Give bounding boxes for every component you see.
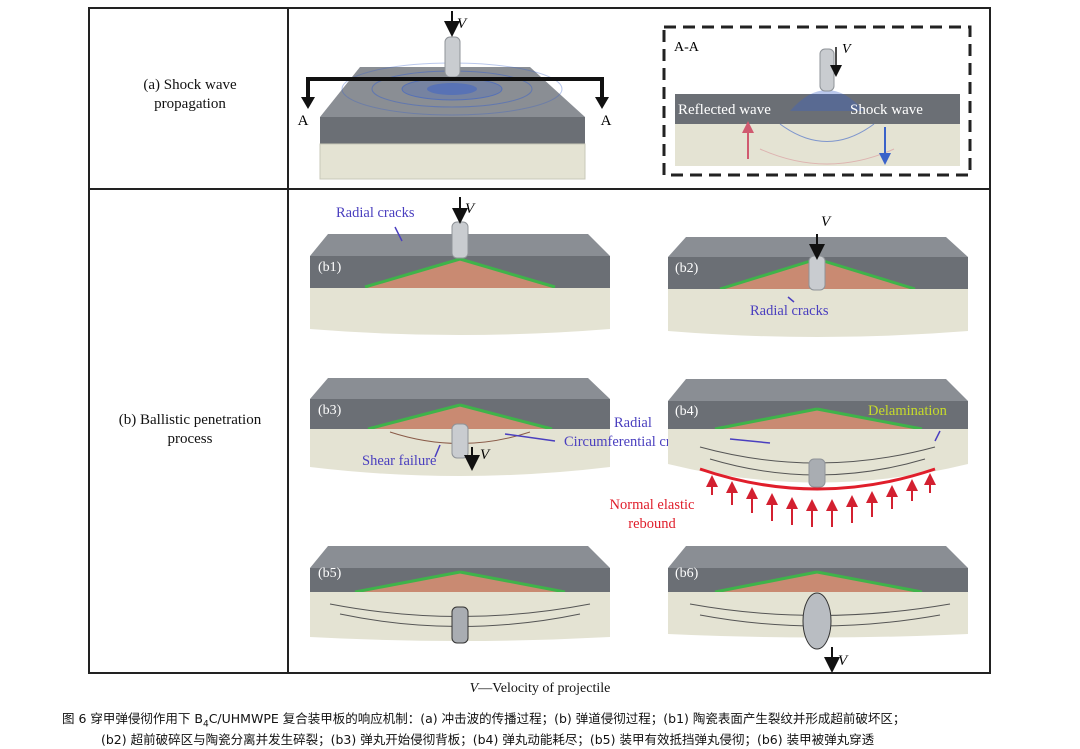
figure-caption-line1: 图 6 穿甲弹侵彻作用下 B4C/UHMWPE 复合装甲板的响应机制：(a) 冲…	[62, 708, 905, 730]
velocity-label-a: V	[457, 16, 468, 32]
panel-b3-diagram	[310, 378, 610, 476]
panel-b1-label: (b1)	[318, 260, 342, 275]
column-divider	[287, 9, 289, 672]
delamination-label: Delamination	[868, 403, 948, 419]
normal-elastic-label-2: rebound	[628, 516, 676, 532]
caption-line1-prefix: 图 6 穿甲弹侵彻作用下 B	[62, 711, 203, 726]
shear-failure-label: Shear failure	[362, 453, 436, 469]
panel-b1-diagram	[310, 197, 610, 335]
row-a-label-line2: propagation	[154, 96, 226, 112]
velocity-label-b2: V	[821, 214, 832, 230]
row-a-label-line1: (a) Shock wave	[143, 77, 237, 93]
rebound-arrows	[706, 473, 936, 527]
caption-subscript: 4	[202, 719, 209, 730]
diagram-canvas: V A A A-A V Reflected wave Shock wave	[298, 11, 972, 672]
panel-b2-label: (b2)	[675, 261, 699, 276]
panel-b2-diagram	[668, 234, 968, 337]
circumferential-cracks-label: Circumferential cracks	[564, 434, 697, 450]
caption-line1-rest: C/UHMWPE 复合装甲板的响应机制：(a) 冲击波的传播过程；(b) 弹道侵…	[208, 711, 906, 726]
row-b-label-line2: process	[167, 431, 213, 447]
shock-wave-label: Shock wave	[850, 102, 923, 118]
panel-b6-diagram	[668, 546, 968, 672]
panel-b5-diagram	[310, 546, 610, 644]
row-a-label: (a) Shock wave propagation	[90, 76, 290, 114]
reflected-wave-label: Reflected wave	[678, 102, 771, 118]
radial-cracks-label-b2: Radial cracks	[750, 303, 829, 319]
normal-elastic-label-1: Normal elastic	[610, 497, 695, 513]
panel-b4-diagram	[668, 379, 968, 491]
figure-caption-line2: (b2) 超前破碎区与陶瓷分离并发生碎裂；(b3) 弹丸开始侵彻背板；(b4) …	[101, 732, 875, 747]
row-b-label: (b) Ballistic penetration process	[90, 411, 290, 449]
velocity-label-b6: V	[838, 653, 849, 669]
section-aa-view	[662, 25, 972, 177]
section-mark-right: A	[601, 113, 612, 129]
velocity-symbol-caption: V	[469, 681, 479, 696]
velocity-label-aa: V	[842, 42, 852, 57]
velocity-caption-text: —Velocity of projectile	[478, 681, 611, 696]
radial-cracks-label-b1: Radial cracks	[336, 205, 415, 221]
section-title: A-A	[674, 40, 700, 55]
velocity-label-b1: V	[465, 201, 476, 217]
figure-frame: (a) Shock wave propagation (b) Ballistic…	[88, 7, 991, 674]
velocity-caption: V—Velocity of projectile	[0, 681, 1080, 697]
panel-b3-label: (b3)	[318, 403, 342, 418]
section-mark-left: A	[298, 113, 309, 129]
velocity-label-b3: V	[480, 447, 491, 463]
row-b-label-line1: (b) Ballistic penetration	[118, 412, 262, 428]
row-divider	[90, 188, 989, 190]
radial-label: Radial	[614, 415, 652, 431]
shock-wave-block	[301, 11, 609, 180]
panel-b5-label: (b5)	[318, 566, 342, 581]
panel-b6-label: (b6)	[675, 566, 699, 581]
panel-b4-label: (b4)	[675, 404, 699, 419]
